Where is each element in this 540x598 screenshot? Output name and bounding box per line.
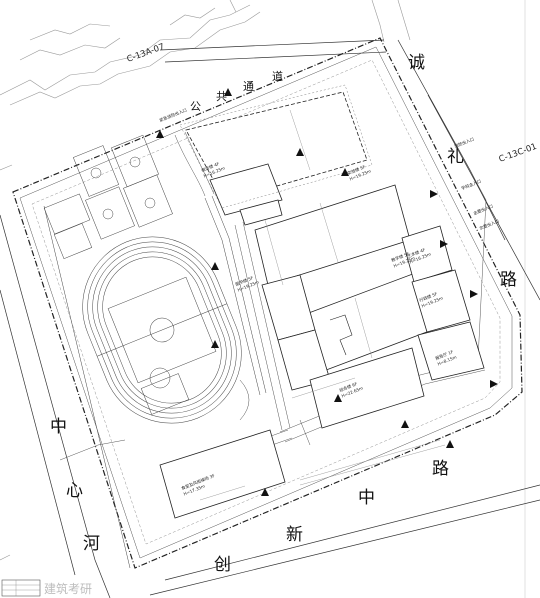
road-public-passage: 公 共 通 道 bbox=[190, 69, 283, 113]
entrance-east-4: 次要出入口 bbox=[478, 218, 500, 232]
entrance-east-3: 学校主入口 bbox=[460, 178, 482, 192]
plot-code-north: C-13A-07 bbox=[126, 42, 166, 65]
svg-text:中: 中 bbox=[50, 417, 67, 437]
entrance-arrows bbox=[156, 88, 498, 496]
svg-text:路: 路 bbox=[432, 459, 449, 479]
building-complex bbox=[309, 347, 425, 429]
svg-text:礼: 礼 bbox=[447, 147, 464, 167]
entrance-north: 紧急消防出入口 bbox=[158, 106, 188, 123]
svg-text:河: 河 bbox=[83, 534, 100, 554]
building-art bbox=[401, 225, 453, 283]
plot-code-east: C-13C-01 bbox=[498, 142, 539, 165]
svg-text:心: 心 bbox=[66, 481, 83, 501]
sports-area bbox=[43, 134, 267, 569]
watermark: 建筑考研 bbox=[44, 581, 92, 596]
road-zhongxinhe: 中 心 河 bbox=[50, 417, 100, 554]
svg-text:中: 中 bbox=[358, 488, 375, 508]
building-canteen bbox=[159, 429, 286, 519]
svg-text:共: 共 bbox=[216, 90, 227, 103]
svg-text:路: 路 bbox=[500, 270, 517, 290]
buildings bbox=[159, 84, 485, 519]
svg-text:新: 新 bbox=[286, 525, 303, 545]
svg-text:通: 通 bbox=[243, 80, 254, 93]
road-chengli: 诚 礼 路 bbox=[408, 53, 517, 290]
svg-text:道: 道 bbox=[272, 69, 283, 83]
site-boundary bbox=[12, 37, 523, 569]
building-details bbox=[199, 109, 446, 501]
building-hall bbox=[417, 321, 485, 381]
svg-text:公: 公 bbox=[190, 100, 201, 113]
svg-text:诚: 诚 bbox=[408, 53, 425, 73]
svg-text:创: 创 bbox=[214, 555, 231, 575]
surrounding-context bbox=[0, 0, 526, 598]
building-admin bbox=[411, 269, 471, 333]
title-block bbox=[1, 579, 41, 597]
road-chuangxin: 创 新 中 路 bbox=[214, 459, 449, 575]
